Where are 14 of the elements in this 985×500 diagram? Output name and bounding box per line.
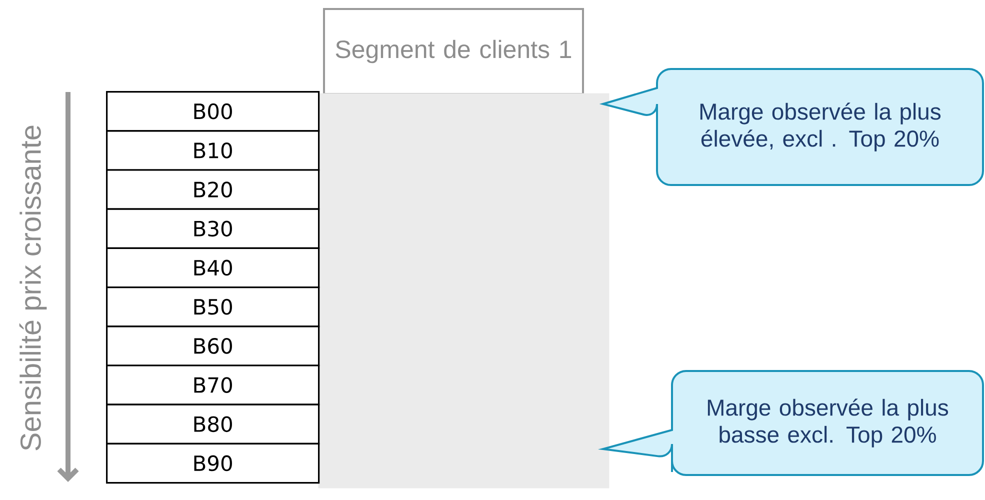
table-row: B20 — [106, 169, 320, 210]
table-row: B60 — [106, 326, 320, 366]
table-row: B30 — [106, 208, 320, 249]
shaded-area — [318, 93, 610, 488]
header-box: Segment de clients 1 — [323, 8, 584, 95]
table-row: B90 — [106, 442, 320, 484]
callout: Marge observée la plus élevée, excl . Top 20% — [602, 68, 984, 186]
axis-label: Sensibilité prix croissante — [19, 126, 47, 450]
table-row: B10 — [106, 130, 320, 171]
table-row: B50 — [106, 286, 320, 328]
table-row: B70 — [106, 364, 320, 406]
table-row: B00 — [106, 91, 320, 132]
table-row: B40 — [106, 247, 320, 288]
table-row: B80 — [106, 404, 320, 444]
